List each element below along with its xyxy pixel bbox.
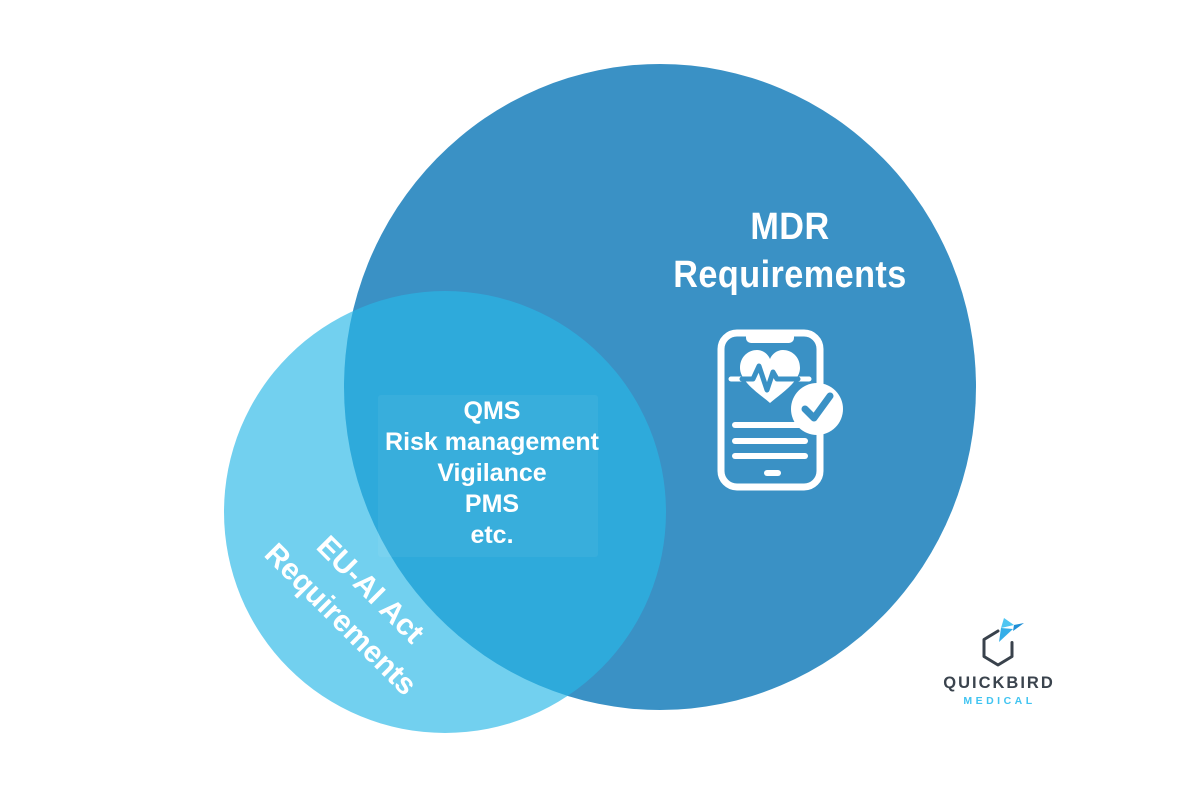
- overlap-highlight-box: [378, 395, 598, 557]
- quickbird-medical-logo: QUICKBIRD MEDICAL: [930, 616, 1066, 707]
- overlap-item: QMS: [463, 397, 521, 425]
- phone-notch: [746, 333, 794, 343]
- bird-head: [1013, 623, 1024, 631]
- logo-subtitle-text: MEDICAL: [963, 695, 1036, 707]
- mdr-label-line1: MDR: [750, 206, 830, 248]
- checkmark-icon: [801, 392, 834, 422]
- hexagon-icon: [982, 629, 1014, 667]
- bird-wing: [1001, 618, 1014, 628]
- overlap-items-list: QMS Risk management Vigilance PMS etc.: [332, 396, 652, 551]
- mdr-circle-label: MDR Requirements: [610, 203, 970, 299]
- ecg-pulse-icon: [739, 363, 801, 393]
- quickbird-logo-icon: [982, 618, 1024, 667]
- home-button: [764, 470, 781, 476]
- overlap-item: PMS: [464, 490, 520, 518]
- logo-name-text: QUICKBIRD: [943, 674, 1055, 692]
- overlap-item: Vigilance: [437, 459, 547, 487]
- smartphone-health-check-icon: [717, 329, 843, 491]
- bird-tail: [999, 628, 1013, 642]
- eu-ai-act-circle: [224, 291, 666, 733]
- overlap-item: etc.: [470, 521, 514, 549]
- overlap-item: Risk management: [385, 428, 599, 456]
- mdr-label-line2: Requirements: [673, 254, 907, 296]
